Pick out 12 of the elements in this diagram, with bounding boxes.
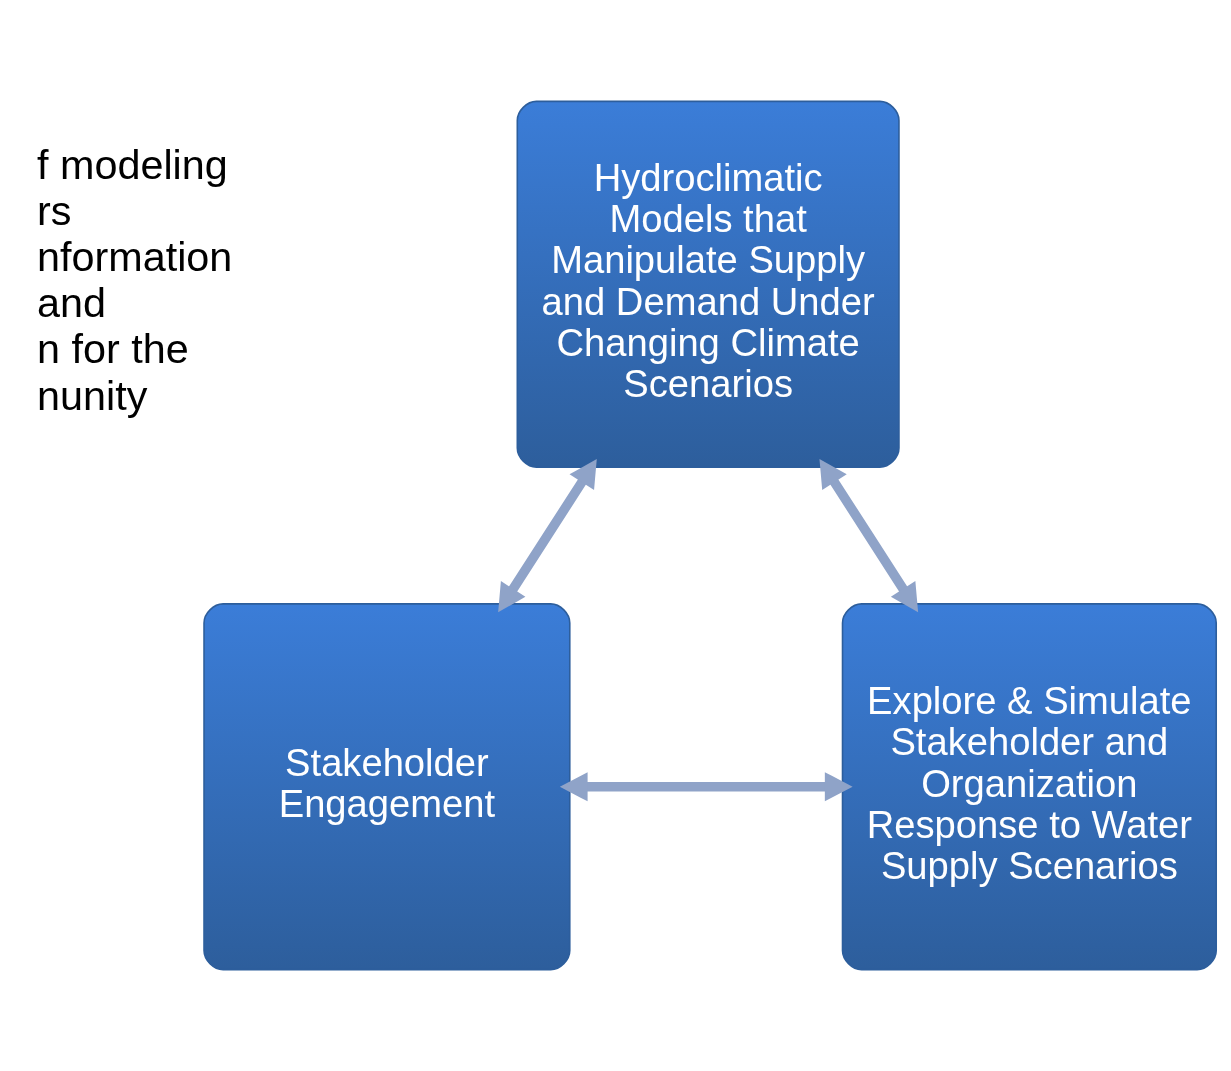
node-box: Hydroclimatic Models that Manipulate Supply and Demand Under Changing Climate Scenarios: [516, 100, 900, 468]
arrow: [819, 458, 919, 613]
label: nunity: [37, 372, 148, 419]
label: rs: [37, 188, 72, 235]
node-box: Stakeholder Engagement: [203, 603, 571, 971]
arrow: [559, 772, 853, 802]
label: nformation: [37, 234, 233, 281]
label: and: [37, 280, 107, 327]
label: n for the: [37, 326, 189, 373]
label: f modeling: [37, 141, 228, 188]
arrow: [498, 458, 597, 613]
node-box: Explore & Simulate Stakeholder and Organization Response to Water Supply Scenarios: [841, 603, 1217, 971]
